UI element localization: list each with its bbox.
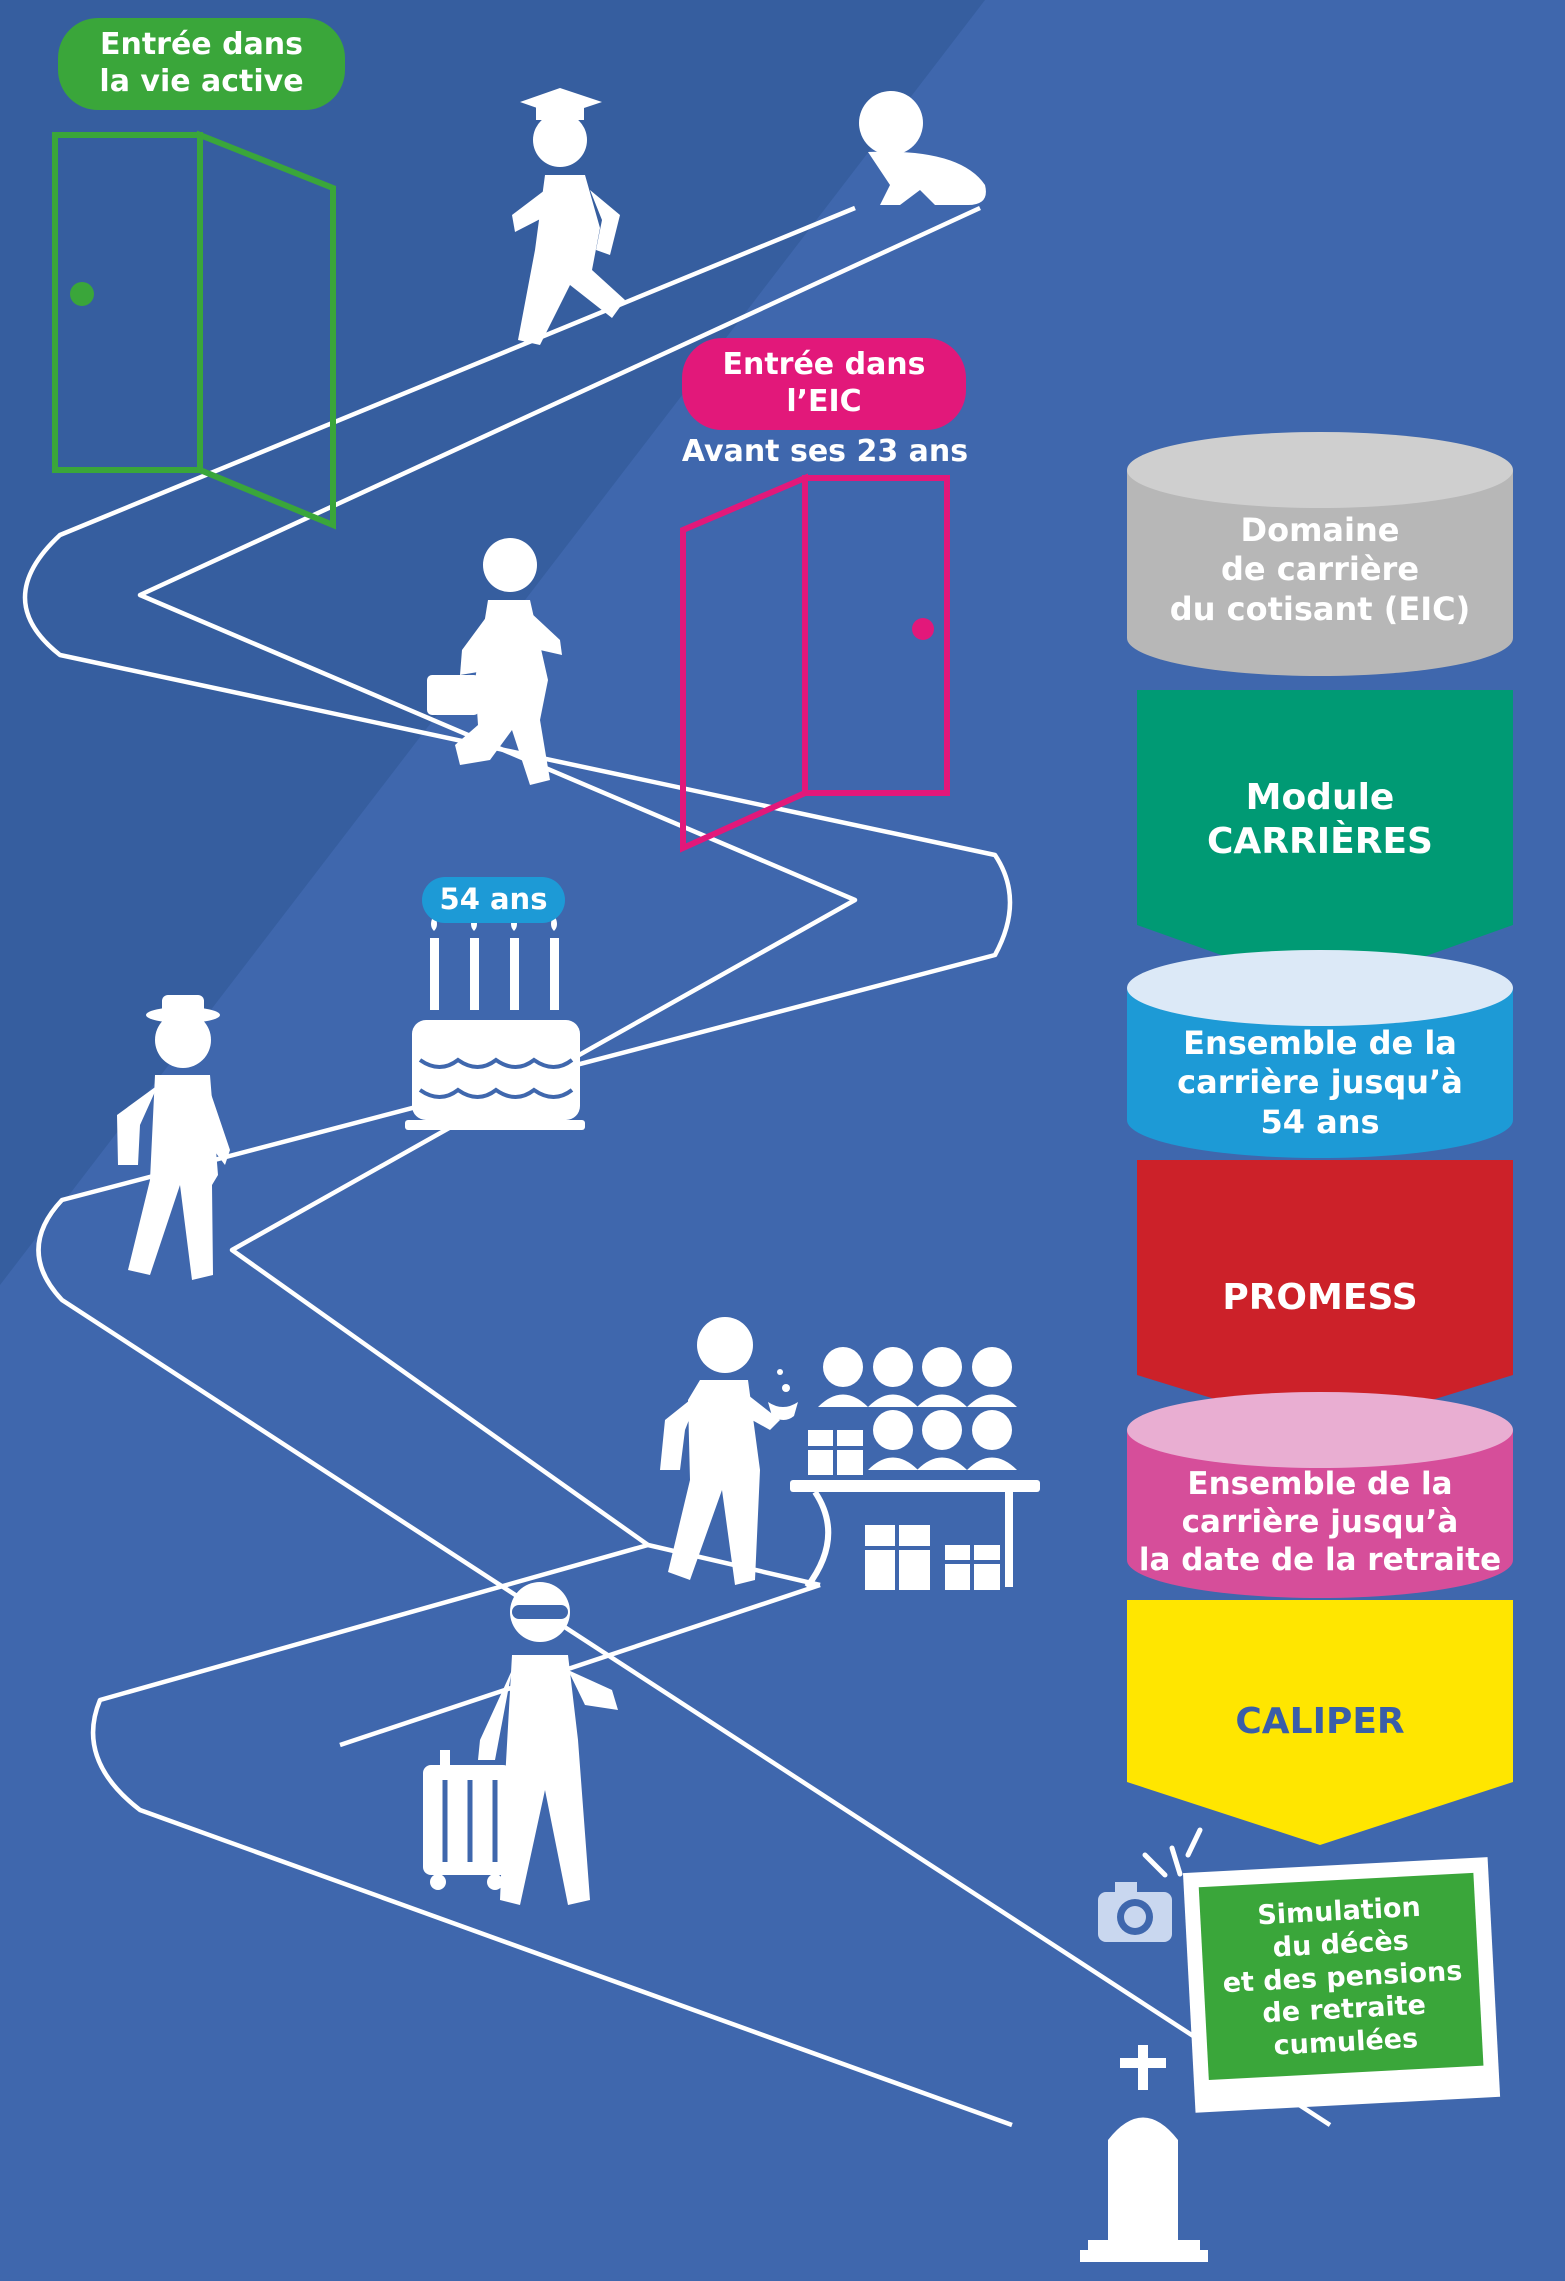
- camera-icon: [1098, 1827, 1203, 1942]
- door-icon: [52, 130, 336, 530]
- milestone-eic-entry: Entrée dans l’EIC: [682, 338, 966, 430]
- simulation-label: Simulation du décès et des pensions de r…: [1221, 1891, 1463, 2063]
- simulation-photo: [1182, 1857, 1501, 2113]
- promess-label: PROMESS: [1222, 1277, 1418, 1319]
- career-54-label: Ensemble de la carrière jusqu’à 54 ans: [1177, 1024, 1463, 1141]
- career-54-cylinder: [1127, 950, 1513, 1158]
- milestone-eic-entry-note: Avant ses 23 ans: [681, 433, 969, 469]
- pipeline: [1127, 432, 1513, 2113]
- tombstone-icon: [1080, 2045, 1208, 2262]
- cake-icon: [405, 915, 585, 1130]
- domain-cylinder: [1127, 432, 1513, 676]
- module-carrieres-arrow: [1137, 690, 1513, 992]
- career-retirement-label: Ensemble de la carrière jusqu’à la date …: [1138, 1466, 1502, 1578]
- graduate-icon: [512, 88, 625, 345]
- promess-arrow: [1137, 1160, 1513, 1433]
- door-icon: [680, 473, 950, 853]
- retirement-party-icon: [660, 1317, 1040, 1589]
- milestone-work-entry: Entrée dans la vie active: [58, 18, 345, 110]
- gift-icon: [808, 1430, 1000, 1590]
- domain-label: Domaine de carrière du cotisant (EIC): [1169, 511, 1471, 628]
- traveler-icon: [423, 1582, 618, 1905]
- life-path: [22, 205, 1332, 2128]
- caliper-label: CALIPER: [1235, 1701, 1405, 1743]
- caliper-arrow: [1127, 1600, 1513, 1845]
- baby-icon: [859, 91, 986, 205]
- worker-icon: [427, 538, 562, 785]
- mature-worker-icon: [117, 995, 230, 1280]
- module-carrieres-label: Module CARRIÈRES: [1207, 777, 1433, 862]
- milestone-age-54: 54 ans: [422, 877, 565, 923]
- career-retirement-cylinder: [1127, 1392, 1513, 1598]
